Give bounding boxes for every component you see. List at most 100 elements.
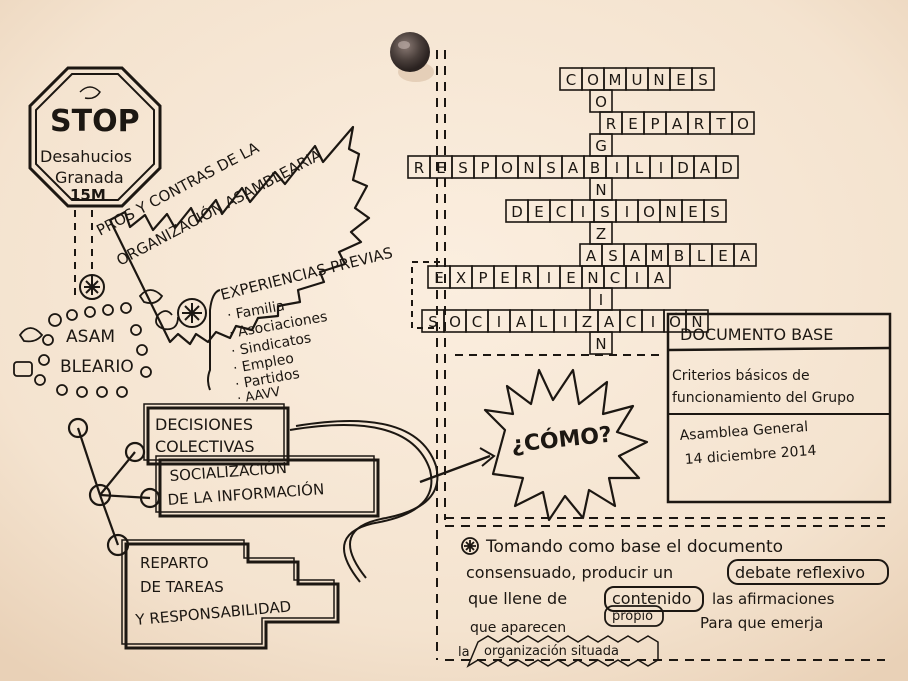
crossword-word-5-cell	[647, 265, 671, 289]
note-line3a: que llene de	[468, 589, 567, 608]
crossword-word-4-letter: A	[740, 247, 751, 265]
crossword-word-3-letter: I	[625, 203, 629, 221]
pushpin	[390, 32, 434, 82]
asambleario-line2: BLEARIO	[60, 357, 134, 377]
crossword-word-2-letter: N	[523, 159, 534, 177]
note-line4c: Para que emerja	[700, 614, 823, 632]
crossword-word-3-letter: D	[511, 203, 523, 221]
crossword-word-5-letter: E	[566, 269, 575, 287]
crossword-word-2-cell	[715, 155, 739, 179]
crossword-word-5-letter: A	[654, 269, 665, 287]
crossword-word-2-letter: D	[677, 159, 689, 177]
vertical-word-letter: I	[599, 291, 603, 309]
crossword-word-5-letter: R	[522, 269, 532, 287]
crossword-word-3-letter: I	[581, 203, 585, 221]
note-line5b: organización situada	[484, 644, 619, 659]
crossword-word-6-letter: A	[516, 313, 527, 331]
crossword-word-6-letter: A	[604, 313, 615, 331]
crossword-word-0-letter: C	[566, 71, 576, 89]
crossword-word-3-letter: E	[534, 203, 543, 221]
note-line2b: debate reflexivo	[735, 563, 865, 582]
crossword-word-0-letter: S	[698, 71, 708, 89]
note-line3b: contenido	[612, 589, 691, 608]
documento-line2: funcionamiento del Grupo	[672, 390, 855, 406]
crossword-word-5-letter: X	[456, 269, 466, 287]
crossword-word-3-letter: C	[556, 203, 566, 221]
crossword-word-5-letter: I	[635, 269, 639, 287]
crossword-word-5-letter: N	[587, 269, 598, 287]
crossword-bracket	[411, 261, 440, 329]
crossword-word-6-cell	[685, 309, 709, 333]
crossword-word-4-letter: L	[697, 247, 706, 265]
vertical-word-letter: N	[595, 335, 606, 353]
crossword-word-2-letter: P	[480, 159, 489, 177]
connector-rope	[289, 420, 496, 583]
crossword-word-4-letter: E	[718, 247, 727, 265]
crossword-word-2-letter: E	[436, 159, 445, 177]
people-doodles	[13, 289, 164, 398]
crossword-word-2-letter: D	[721, 159, 733, 177]
stop-line-15m: 15M	[70, 186, 106, 204]
note-highlight-propio	[604, 605, 664, 627]
crossword-word-4-cell	[733, 243, 757, 267]
crossword-word-2-letter: S	[458, 159, 468, 177]
crossword-word-0-cell	[691, 67, 715, 91]
crossword-word-2-letter: O	[501, 159, 513, 177]
vertical-word-letter: Z	[596, 225, 606, 243]
crossword-word-1-cell	[731, 111, 755, 135]
asambleario-group: ASAM BLEARIO	[13, 289, 164, 398]
vertical-word-letter: G	[595, 137, 607, 155]
crossword-word-5-letter: C	[610, 269, 620, 287]
crossword-word-0-letter: E	[676, 71, 685, 89]
crossword-word-3-cell	[703, 199, 727, 223]
crossword-word-1-letter: R	[606, 115, 616, 133]
crossword-word-0-letter: O	[587, 71, 599, 89]
crossword-word-3-letter: S	[710, 203, 720, 221]
crossword-word-1-letter: E	[628, 115, 637, 133]
note-highlight-contenido	[604, 586, 704, 612]
vertical-word-letter: N	[595, 181, 606, 199]
stop-line-desahucios: Desahucios	[40, 147, 132, 166]
crossword-word-1-letter: T	[715, 115, 726, 133]
crossword-word-6-letter: L	[539, 313, 548, 331]
crossword-word-5-letter: P	[478, 269, 487, 287]
bottom-note: Tomando como base el documento consensua…	[445, 517, 889, 668]
crossword-word-4-letter: B	[674, 247, 684, 265]
crossword-word-4-letter: A	[630, 247, 641, 265]
note-line3c: las afirmaciones	[712, 590, 835, 608]
documento-line1: Criterios básicos de	[672, 368, 810, 384]
crossword-word-2-letter: A	[568, 159, 579, 177]
crossword-word-6-letter: I	[563, 313, 567, 331]
experiencias-item-6: · AAVV	[236, 385, 281, 407]
note-highlight-organizacion	[466, 635, 659, 668]
crossword-word-6-letter: N	[691, 313, 702, 331]
asterisk-circle-icon	[461, 537, 479, 555]
crossword-word-0-letter: N	[653, 71, 664, 89]
step1-line1: DECISIONES	[155, 415, 253, 434]
crossword-word-3-letter: S	[600, 203, 610, 221]
crossword-word-3-letter: N	[665, 203, 676, 221]
stop-sign-post	[74, 210, 93, 300]
crossword-word-1-letter: P	[650, 115, 659, 133]
crossword-word-1-letter: O	[737, 115, 749, 133]
star-circle-icon	[79, 274, 207, 328]
vertical-divider	[436, 50, 446, 660]
crossword-word-2-letter: I	[659, 159, 663, 177]
note-line1: Tomando como base el documento	[485, 537, 783, 557]
crossword-word-0-letter: U	[632, 71, 643, 89]
note-line4a: que aparecen	[470, 620, 566, 636]
documento-title: DOCUMENTO BASE	[680, 325, 833, 344]
crossword-word-2-letter: B	[590, 159, 600, 177]
note-highlight-debate	[727, 559, 889, 585]
stop-sign: STOP Desahucios Granada 15M	[28, 66, 162, 208]
asambleario-line1: ASAM	[66, 327, 115, 347]
step3-line1: REPARTO	[140, 554, 209, 572]
crossword-word-4-letter: S	[608, 247, 618, 265]
crossword-word-0-letter: M	[609, 71, 622, 89]
note-line4b: propio	[612, 609, 653, 624]
crossword-word-6-letter: I	[651, 313, 655, 331]
spiral-doodle	[155, 310, 179, 331]
